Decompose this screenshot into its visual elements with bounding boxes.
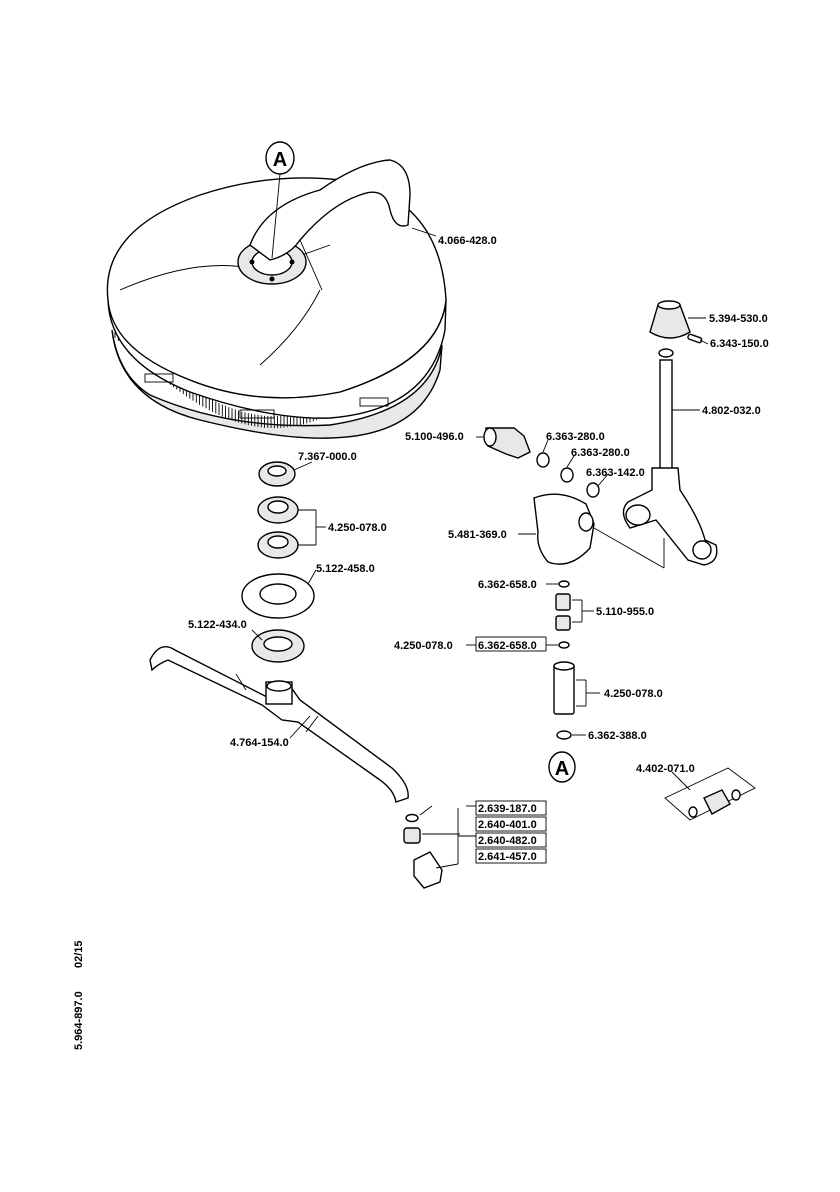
nozzle-oring — [405, 813, 419, 823]
svg-text:02/15: 02/15 — [73, 940, 85, 968]
label-5122458: 5.122-458.0 — [316, 563, 375, 575]
body-5481369 — [533, 493, 665, 569]
label-4250078-c: 4.250-078.0 — [604, 688, 663, 700]
callout-a-top: A — [265, 141, 295, 259]
nozzle-insert — [403, 827, 421, 844]
label-7367000: 7.367-000.0 — [298, 451, 357, 463]
label-4250078-b: 4.250-078.0 — [394, 640, 453, 652]
label-6362388: 6.362-388.0 — [588, 730, 647, 742]
oring-6362658-a — [558, 580, 570, 588]
label-5110955: 5.110-955.0 — [596, 606, 654, 618]
oring-6363280-b — [560, 467, 574, 483]
oring-6362658-b — [558, 641, 570, 649]
tube-4802032 — [658, 348, 674, 471]
label-2641457: 2.641-457.0 — [478, 851, 537, 863]
oring-6363142 — [586, 482, 600, 498]
housing-dome — [106, 177, 447, 399]
label-4066428: 4.066-428.0 — [438, 235, 497, 247]
bearing-upper — [257, 496, 299, 524]
bearing-lower — [257, 531, 299, 559]
fitting-5110955 — [555, 593, 571, 631]
label-5122434: 5.122-434.0 — [188, 619, 247, 631]
label-2640482: 2.640-482.0 — [478, 835, 537, 847]
label-6362658-b: 6.362-658.0 — [478, 640, 537, 652]
label-4802032: 4.802-032.0 — [702, 405, 761, 417]
label-6362658-a: 6.362-658.0 — [478, 579, 537, 591]
label-6363280-b: 6.363-280.0 — [571, 447, 630, 459]
label-4250078-a: 4.250-078.0 — [328, 522, 387, 534]
label-4402071: 4.402-071.0 — [636, 763, 695, 775]
kit-4402071 — [664, 767, 756, 821]
label-2640401: 2.640-401.0 — [478, 819, 537, 831]
label-6343150: 6.343-150.0 — [710, 338, 769, 350]
label-4764154: 4.764-154.0 — [230, 737, 289, 749]
disc-5122434 — [251, 629, 305, 663]
label-2639187: 2.639-187.0 — [478, 803, 537, 815]
svg-text:5.964-897.0: 5.964-897.0 — [73, 991, 85, 1050]
svg-text:A: A — [273, 149, 287, 171]
oring-6362388 — [556, 730, 572, 740]
part-labels: 4.066-428.0 5.394-530.0 6.343-150.0 4.80… — [188, 235, 769, 864]
svg-text:A: A — [555, 758, 569, 780]
label-5394530: 5.394-530.0 — [709, 313, 768, 325]
flange-5122458 — [241, 573, 315, 619]
document-code: 5.964-897.0 02/15 — [73, 940, 85, 1050]
cap-5394530 — [649, 300, 691, 339]
pin-6343150 — [687, 333, 703, 344]
nozzle-nut — [413, 851, 443, 889]
callout-a-bottom: A — [548, 751, 576, 783]
valve-5100496 — [483, 427, 531, 459]
label-6363142: 6.363-142.0 — [586, 467, 645, 479]
oring-6363280-a — [536, 452, 550, 468]
label-5100496: 5.100-496.0 — [405, 431, 464, 443]
seal-7367000 — [258, 461, 296, 487]
housing-handle — [249, 159, 411, 261]
spray-arm-4764154 — [149, 646, 409, 803]
swivel-arm-body — [622, 467, 718, 566]
label-5481369: 5.481-369.0 — [448, 529, 507, 541]
leader-lines — [251, 227, 709, 869]
label-6363280-a: 6.363-280.0 — [546, 431, 605, 443]
shaft-4250078 — [553, 661, 575, 715]
brush-skirt — [111, 329, 443, 439]
housing-4066428 — [106, 159, 447, 439]
